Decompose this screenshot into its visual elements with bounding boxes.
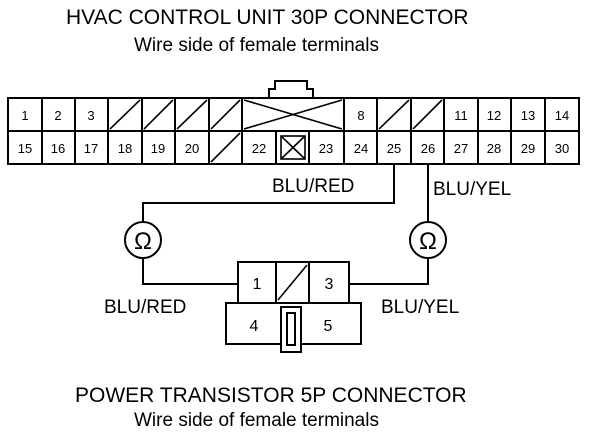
- wire-left-meter-to-pin1: [142, 258, 238, 285]
- pin-26: 26: [421, 141, 435, 156]
- pin-5: 5: [324, 318, 333, 335]
- pin-27: 27: [454, 141, 468, 156]
- center-lock-slot: [286, 312, 296, 346]
- wire-label-pin1: BLU/RED: [104, 297, 186, 318]
- pin-3: 3: [87, 108, 94, 123]
- pin-30: 30: [555, 141, 569, 156]
- pin-16: 16: [51, 141, 65, 156]
- unused-cavity-marks: [109, 99, 443, 163]
- wire-label-pin25: BLU/RED: [272, 176, 354, 197]
- top-pin-labels: 1 2 3 8 11 12 13 14 15 16 17 18 19 20 22…: [18, 108, 569, 156]
- hvac-30p-connector: [7, 80, 580, 165]
- pin-28: 28: [487, 141, 501, 156]
- pin-18: 18: [118, 141, 132, 156]
- pin-22: 22: [252, 141, 266, 156]
- pin-24: 24: [354, 141, 368, 156]
- row1-dividers: [41, 98, 546, 131]
- pin-29: 29: [521, 141, 535, 156]
- pin-1: 1: [21, 108, 28, 123]
- bottom-pin-labels: 1 3 4 5: [250, 276, 334, 335]
- wires: [142, 164, 429, 285]
- pin-19: 19: [151, 141, 165, 156]
- pin-17: 17: [84, 141, 98, 156]
- bottom-connector-title: POWER TRANSISTOR 5P CONNECTOR: [75, 384, 467, 407]
- pin-2: 2: [54, 108, 61, 123]
- row2-dividers: [41, 131, 546, 164]
- pin-13: 13: [521, 108, 535, 123]
- ohm-icon: Ω: [134, 228, 152, 255]
- pin-14: 14: [555, 108, 569, 123]
- power-transistor-5p-connector: [225, 261, 362, 353]
- pin-12: 12: [487, 108, 501, 123]
- connector-lock-tab: [268, 80, 314, 98]
- pin-8: 8: [357, 108, 364, 123]
- wire-right-meter-to-pin3: [349, 258, 429, 285]
- pin-15: 15: [18, 141, 32, 156]
- pin-1: 1: [253, 276, 262, 293]
- ohm-icon: Ω: [419, 228, 437, 255]
- right-ohmmeter-circle: [409, 221, 447, 259]
- pin-3: 3: [325, 276, 334, 293]
- wire-label-pin26: BLU/YEL: [433, 179, 511, 200]
- pin-25: 25: [387, 141, 401, 156]
- top-connector-title: HVAC CONTROL UNIT 30P CONNECTOR: [66, 6, 469, 29]
- wire-pin25-to-left-meter: [142, 164, 395, 222]
- blocked-cavity-21-mark: [280, 135, 306, 160]
- top-connector-subtitle: Wire side of female terminals: [134, 35, 379, 56]
- bottom-connector-subtitle: Wire side of female terminals: [134, 410, 379, 431]
- left-ohmmeter-circle: [124, 221, 162, 259]
- pin-20: 20: [185, 141, 199, 156]
- pin-4: 4: [250, 318, 259, 335]
- unused-pin2-mark: [277, 264, 308, 301]
- left-ohmmeter: Ω: [124, 221, 162, 259]
- blocked-center-mark: [243, 99, 343, 130]
- pin-23: 23: [319, 141, 333, 156]
- pin-11: 11: [454, 108, 468, 123]
- wire-label-pin3: BLU/YEL: [381, 297, 459, 318]
- right-ohmmeter: Ω: [409, 221, 447, 259]
